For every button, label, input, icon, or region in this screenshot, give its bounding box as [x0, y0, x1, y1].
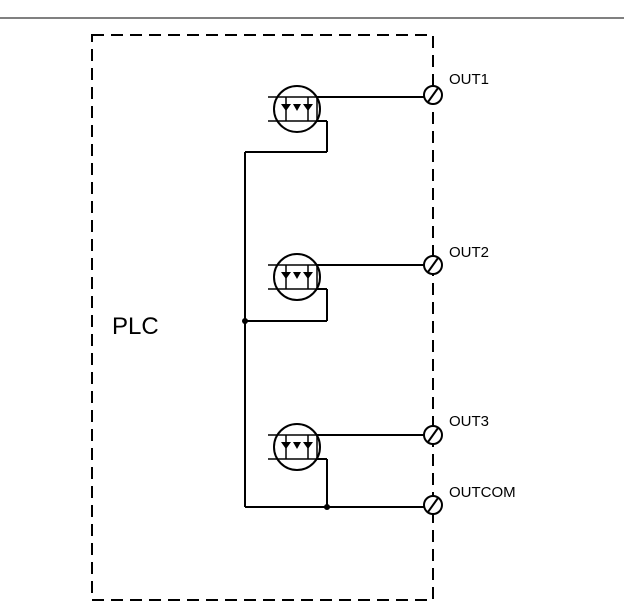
terminal-out3: OUT3 — [423, 413, 489, 445]
relay-1-body-icon — [273, 85, 321, 133]
relay-3-body-icon — [273, 423, 321, 471]
terminal-label-outcom: OUTCOM — [449, 484, 516, 501]
relay-2 — [245, 253, 425, 322]
terminal-label-out1: OUT1 — [449, 71, 489, 88]
terminal-outcom: OUTCOM — [423, 484, 516, 515]
plc-enclosure — [91, 34, 434, 601]
plc-label: PLC — [112, 313, 159, 340]
terminal-label-out2: OUT2 — [449, 244, 489, 261]
terminal-label-out3: OUT3 — [449, 413, 489, 430]
relay-2-body-icon — [273, 253, 321, 301]
terminal-out1: OUT1 — [423, 71, 489, 105]
relay-1 — [245, 85, 425, 153]
terminal-out2: OUT2 — [423, 244, 489, 275]
relay-3 — [268, 423, 425, 510]
